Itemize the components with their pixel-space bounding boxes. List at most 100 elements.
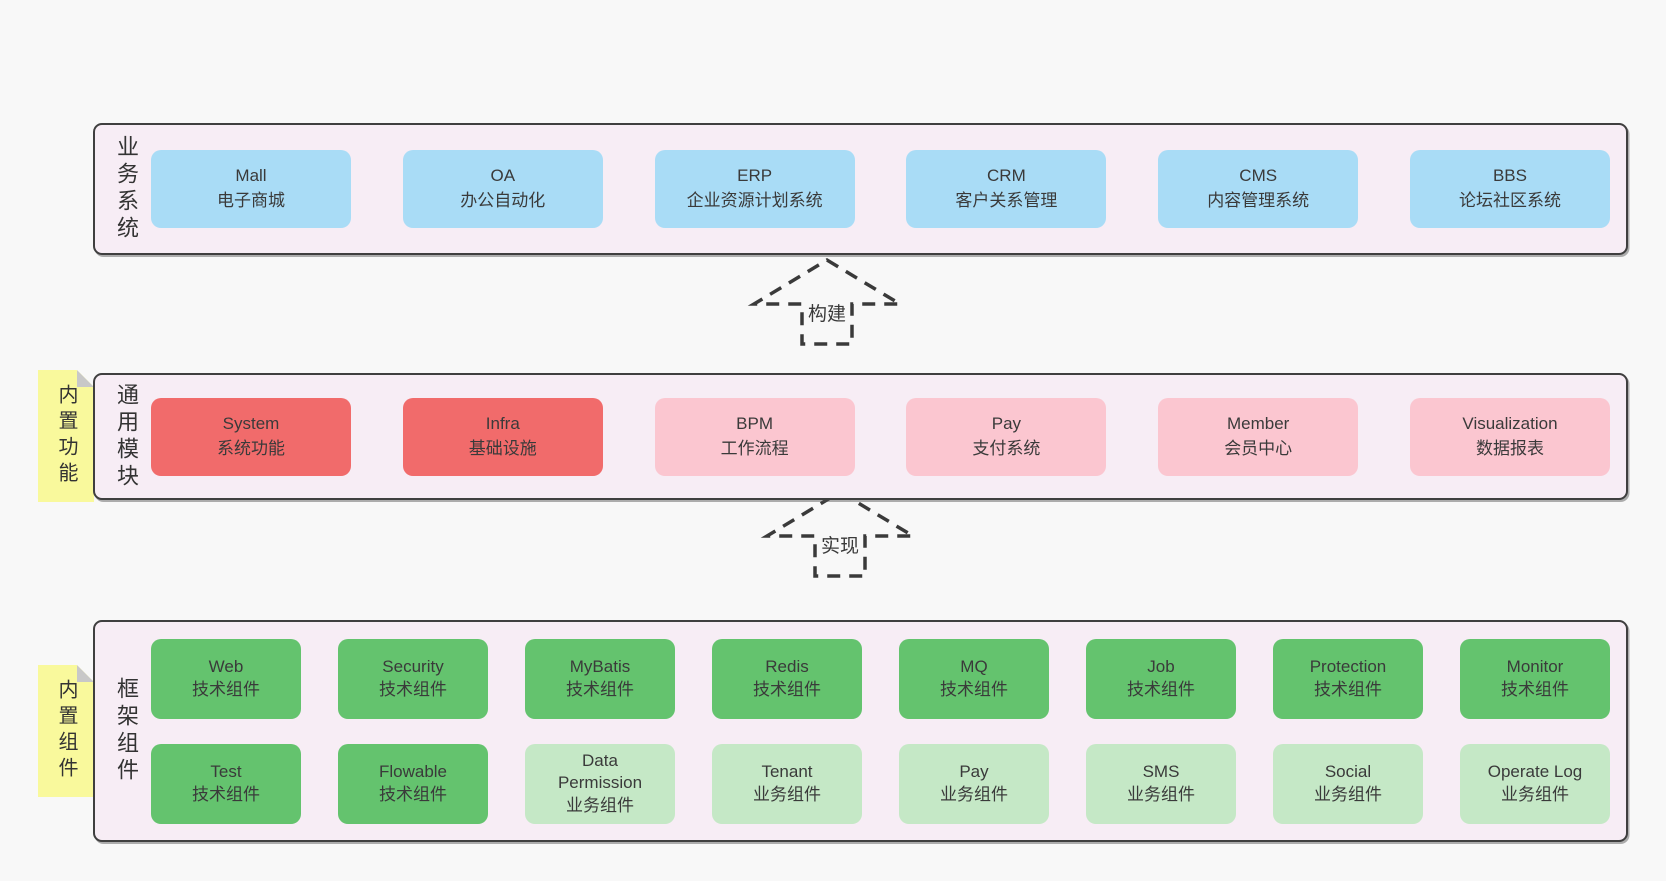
module-box-bpm: BPM 工作流程 <box>654 397 855 476</box>
component-box-operate-log: Operate Log 业务组件 <box>1460 743 1610 824</box>
box-subtitle: 业务组件 <box>753 784 821 804</box>
module-box-crm: CRM 客户关系管理 <box>906 150 1107 228</box>
sticky-note-built-in-components: 内置组件 <box>38 665 94 797</box>
box-subtitle: 技术组件 <box>1501 679 1569 699</box>
band-label-common-modules: 通用模块 <box>114 382 139 491</box>
sticky-note-built-in-features: 内置功能 <box>38 370 94 502</box>
band-label-business-systems: 业务系统 <box>114 135 139 243</box>
box-title: Pay <box>991 413 1022 433</box>
module-box-member: Member 会员中心 <box>1158 397 1359 476</box>
module-box-oa: OA 办公自动化 <box>402 150 603 228</box>
component-box-tenant: Tenant 业务组件 <box>712 743 862 824</box>
box-title: Member <box>1227 413 1290 433</box>
framework-components-row-1: Web 技术组件 Security 技术组件 MyBatis 技术组件 Redi… <box>151 638 1610 719</box>
module-box-system: System 系统功能 <box>151 397 351 476</box>
module-box-bbs: BBS 论坛社区系统 <box>1409 150 1610 228</box>
box-title: Flowable <box>378 762 448 782</box>
box-title: Test <box>210 762 242 782</box>
box-subtitle: 系统功能 <box>217 438 285 458</box>
box-title: SMS <box>1142 762 1180 782</box>
component-box-protection: Protection 技术组件 <box>1273 638 1423 719</box>
framework-components-row-2: Test 技术组件 Flowable 技术组件 Data Permission … <box>151 743 1610 824</box>
box-subtitle: 论坛社区系统 <box>1458 191 1561 210</box>
box-title: Social <box>1324 762 1372 782</box>
box-subtitle: 技术组件 <box>1314 679 1382 699</box>
box-subtitle: 办公自动化 <box>460 191 546 210</box>
implement-arrow-label: 实现 <box>817 530 863 559</box>
component-box-pay: Pay 业务组件 <box>899 743 1049 824</box>
component-box-flowable: Flowable 技术组件 <box>338 743 488 824</box>
box-title: OA <box>490 166 516 186</box>
business-systems-boxes: Mall 电子商城 OA 办公自动化 ERP 企业资源计划系统 CRM 客户关系… <box>151 150 1610 228</box>
module-box-infra: Infra 基础设施 <box>402 397 603 476</box>
box-title: Protection <box>1309 657 1387 677</box>
component-box-monitor: Monitor 技术组件 <box>1460 638 1610 719</box>
component-box-social: Social 业务组件 <box>1273 743 1423 824</box>
component-box-security: Security 技术组件 <box>338 638 488 719</box>
box-title: Redis <box>765 657 809 677</box>
band-framework-components: 框架组件 Web 技术组件 Security 技术组件 MyBatis 技术组件… <box>93 620 1628 842</box>
box-subtitle: 技术组件 <box>379 784 447 804</box>
sticky-note-text: 内置组件 <box>55 679 77 783</box>
box-title: BBS <box>1492 166 1527 186</box>
box-subtitle: 客户关系管理 <box>955 191 1058 210</box>
module-box-pay: Pay 支付系统 <box>906 397 1107 476</box>
component-box-data-permission: Data Permission 业务组件 <box>525 743 675 824</box>
box-subtitle: 支付系统 <box>972 438 1041 458</box>
box-title: Infra <box>485 413 520 433</box>
box-subtitle: 业务组件 <box>1314 784 1382 804</box>
box-title: Mall <box>235 166 267 186</box>
box-title: Data Permission <box>557 751 643 793</box>
box-title: ERP <box>737 166 773 186</box>
box-title: Monitor <box>1506 657 1564 677</box>
box-subtitle: 技术组件 <box>566 679 634 699</box>
box-subtitle: 工作流程 <box>720 438 789 458</box>
module-box-visualization: Visualization 数据报表 <box>1409 397 1610 476</box>
box-subtitle: 电子商城 <box>217 191 285 210</box>
box-subtitle: 业务组件 <box>940 784 1008 804</box>
box-subtitle: 企业资源计划系统 <box>686 191 823 210</box>
box-subtitle: 技术组件 <box>192 784 260 804</box>
box-title: Visualization <box>1462 413 1558 433</box>
common-modules-boxes: System 系统功能 Infra 基础设施 BPM 工作流程 Pay 支付系统… <box>151 397 1610 476</box>
component-box-job: Job 技术组件 <box>1086 638 1236 719</box>
module-box-erp: ERP 企业资源计划系统 <box>654 150 855 228</box>
band-common-modules: 通用模块 System 系统功能 Infra 基础设施 BPM 工作流程 Pay… <box>93 373 1628 500</box>
component-box-test: Test 技术组件 <box>151 743 301 824</box>
framework-components-rows: Web 技术组件 Security 技术组件 MyBatis 技术组件 Redi… <box>151 638 1610 824</box>
box-subtitle: 业务组件 <box>1127 784 1195 804</box>
up-arrow-icon <box>747 257 907 346</box>
box-subtitle: 技术组件 <box>379 679 447 699</box>
component-box-web: Web 技术组件 <box>151 638 301 719</box>
box-title: CRM <box>987 166 1026 186</box>
box-subtitle: 数据报表 <box>1475 438 1544 458</box>
box-title: CMS <box>1239 166 1278 186</box>
box-subtitle: 技术组件 <box>1127 679 1195 699</box>
sticky-note-text: 内置功能 <box>55 384 77 488</box>
box-title: Job <box>1147 657 1175 677</box>
implement-arrow: 实现 <box>755 488 925 580</box>
box-subtitle: 技术组件 <box>753 679 821 699</box>
band-label-framework-components: 框架组件 <box>114 677 139 785</box>
module-box-mall: Mall 电子商城 <box>151 150 351 228</box>
box-title: Web <box>208 657 244 677</box>
box-subtitle: 技术组件 <box>192 679 260 699</box>
build-arrow-label: 构建 <box>804 298 850 327</box>
box-subtitle: 会员中心 <box>1224 438 1293 458</box>
band-business-systems: 业务系统 Mall 电子商城 OA 办公自动化 ERP 企业资源计划系统 CRM… <box>93 123 1628 255</box>
box-subtitle: 基础设施 <box>468 438 537 458</box>
component-box-mybatis: MyBatis 技术组件 <box>525 638 675 719</box>
box-title: System <box>222 413 280 433</box>
box-title: BPM <box>736 413 774 433</box>
component-box-mq: MQ 技术组件 <box>899 638 1049 719</box>
module-box-cms: CMS 内容管理系统 <box>1158 150 1359 228</box>
box-subtitle: 业务组件 <box>566 795 634 815</box>
box-title: Security <box>382 657 444 677</box>
box-subtitle: 内容管理系统 <box>1207 191 1310 210</box>
build-arrow: 构建 <box>742 256 912 348</box>
component-box-sms: SMS 业务组件 <box>1086 743 1236 824</box>
box-title: MyBatis <box>569 657 631 677</box>
box-title: Tenant <box>761 762 813 782</box>
box-subtitle: 技术组件 <box>940 679 1008 699</box>
